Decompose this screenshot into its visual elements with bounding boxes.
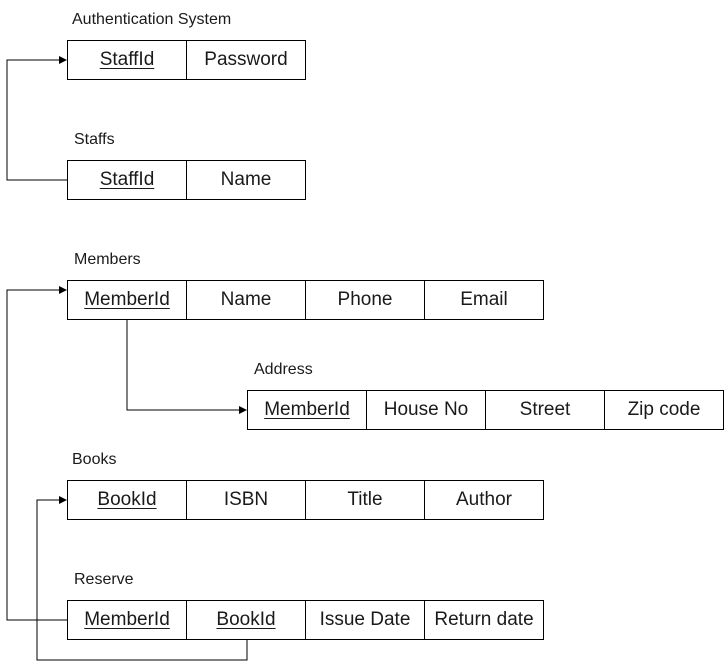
- members-table-title: Members: [74, 251, 141, 268]
- books-table: BookId ISBN Title Author: [67, 480, 544, 520]
- connector-members-to-address: [126, 320, 247, 414]
- staffs-field-name: Name: [186, 160, 306, 200]
- members-field-name: Name: [186, 280, 306, 320]
- address-field-street: Street: [485, 390, 605, 430]
- books-field-title: Title: [305, 480, 425, 520]
- books-field-isbn: ISBN: [186, 480, 306, 520]
- reserve-field-return-date: Return date: [424, 600, 544, 640]
- books-field-author: Author: [424, 480, 544, 520]
- reserve-field-issue-date: Issue Date: [305, 600, 425, 640]
- reserve-table: MemberId BookId Issue Date Return date: [67, 600, 544, 640]
- auth-table-title: Authentication System: [72, 11, 232, 28]
- members-field-phone: Phone: [305, 280, 425, 320]
- auth-field-staffid: StaffId: [67, 40, 187, 80]
- books-table-title: Books: [72, 451, 117, 468]
- connector-staffs-to-auth: [6, 56, 67, 181]
- auth-field-password: Password: [186, 40, 306, 80]
- reserve-field-memberid: MemberId: [67, 600, 187, 640]
- staffs-field-staffid: StaffId: [67, 160, 187, 200]
- address-table: MemberId House No Street Zip code: [247, 390, 724, 430]
- staffs-table-title: Staffs: [74, 131, 115, 148]
- auth-table: StaffId Password: [67, 40, 306, 80]
- staffs-table: StaffId Name: [67, 160, 306, 200]
- address-field-zip-code: Zip code: [604, 390, 724, 430]
- books-field-bookid: BookId: [67, 480, 187, 520]
- members-field-memberid: MemberId: [67, 280, 187, 320]
- members-table: MemberId Name Phone Email: [67, 280, 544, 320]
- address-table-title: Address: [254, 361, 313, 378]
- connector-reserve-to-members: [6, 286, 67, 621]
- address-field-house-no: House No: [366, 390, 486, 430]
- members-field-email: Email: [424, 280, 544, 320]
- reserve-field-bookid: BookId: [186, 600, 306, 640]
- address-field-memberid: MemberId: [247, 390, 367, 430]
- reserve-table-title: Reserve: [74, 571, 134, 588]
